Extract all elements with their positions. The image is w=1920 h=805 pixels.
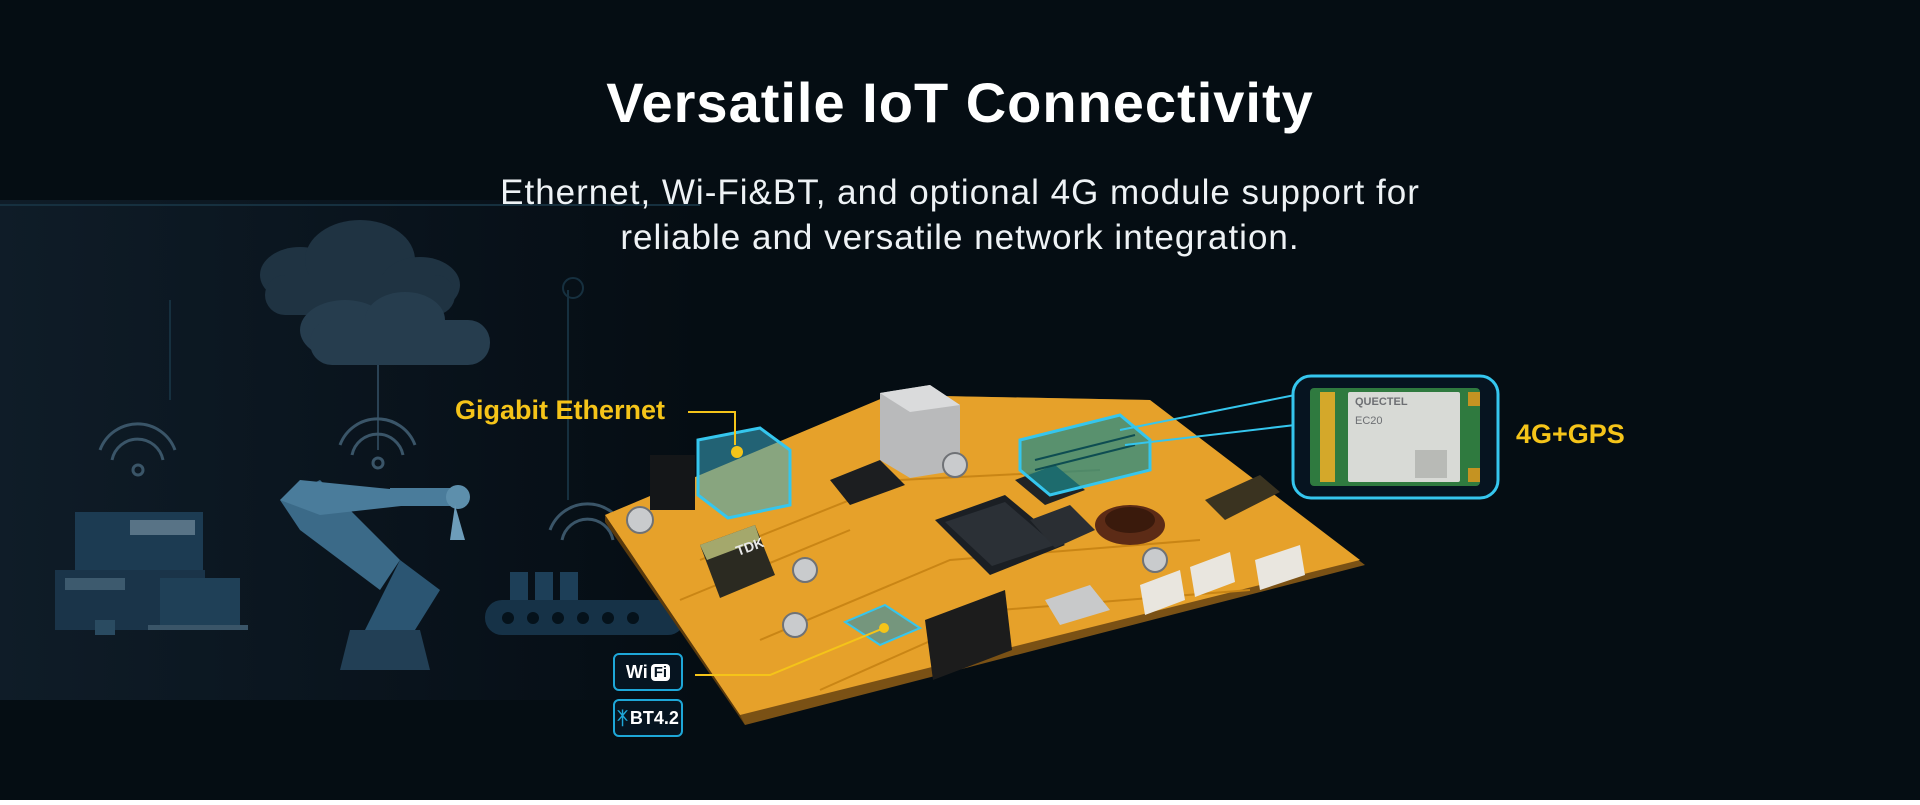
conveyor-icon — [485, 572, 685, 635]
callout-lines — [688, 394, 1296, 676]
bottom-divider — [0, 800, 1920, 805]
bluetooth-label: BT4.2 — [629, 707, 679, 728]
page-subtitle: Ethernet, Wi-Fi&BT, and optional 4G modu… — [400, 170, 1520, 260]
wifi-signal-icon-left — [98, 422, 177, 477]
cloud-icon — [260, 220, 490, 365]
robot-arm-icon — [280, 480, 470, 670]
wifi-signal-icon-center — [338, 417, 417, 470]
module-brand: QUECTEL — [1355, 396, 1408, 408]
devices-icon — [55, 512, 248, 635]
pcb-board — [605, 385, 1365, 725]
page-title: Versatile IoT Connectivity — [606, 71, 1314, 134]
cellular-callout-label: 4G+GPS — [1516, 419, 1625, 449]
ethernet-callout-label: Gigabit Ethernet — [455, 395, 666, 425]
bluetooth-icon: ᛡ — [617, 707, 628, 728]
module-model: EC20 — [1355, 415, 1383, 427]
subtitle-line-1: Ethernet, Wi-Fi&BT, and optional 4G modu… — [500, 173, 1420, 212]
subtitle-line-2: reliable and versatile network integrati… — [620, 218, 1300, 257]
circuit-lines — [0, 204, 700, 500]
wifi-icon: Wi — [625, 661, 648, 682]
wifi-mark: Fi — [650, 663, 671, 681]
4g-module-callout — [1291, 374, 1500, 500]
